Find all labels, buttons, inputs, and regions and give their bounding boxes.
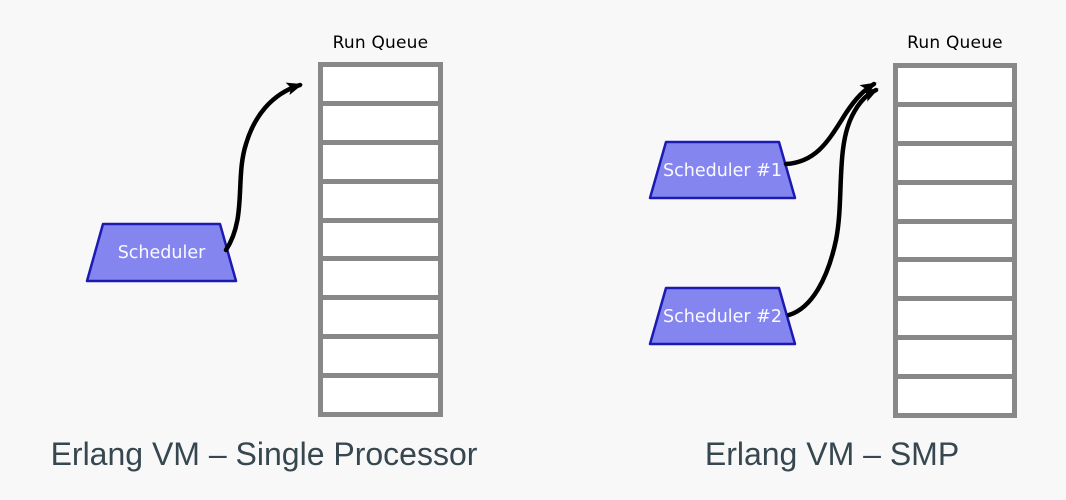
- run-queue-label-smp: Run Queue: [907, 33, 1003, 53]
- queue-cell: [893, 179, 1017, 224]
- queue-cell: [318, 334, 443, 379]
- queue-cell: [893, 101, 1017, 146]
- queue-cell: [893, 335, 1017, 380]
- scheduler-label-smp-2: Scheduler #2: [663, 307, 782, 327]
- queue-cell: [893, 296, 1017, 341]
- scheduler-shape-smp-1: [648, 140, 797, 200]
- queue-cell: [893, 140, 1017, 185]
- queue-cell: [318, 256, 443, 301]
- arrow-smp-scheduler1-to-queue: [783, 81, 877, 167]
- arrow-single-scheduler-to-queue: [223, 82, 303, 253]
- queue-cell: [893, 63, 1017, 107]
- arrow-smp-scheduler2-to-queue: [786, 87, 879, 318]
- run-queue-label-single: Run Queue: [332, 33, 429, 53]
- queue-cell: [893, 257, 1017, 302]
- queue-cell: [318, 178, 443, 223]
- queue-cell: [893, 218, 1017, 263]
- queue-cell: [318, 295, 443, 340]
- scheduler-label-single: Scheduler: [117, 243, 206, 263]
- queue-cell: [318, 373, 443, 418]
- panel-title-smp: Erlang VM – SMP: [704, 436, 960, 472]
- queue-cell: [893, 374, 1017, 419]
- run-queue-smp: [893, 63, 1017, 419]
- queue-cell: [318, 217, 443, 262]
- queue-cell: [318, 100, 443, 145]
- scheduler-shape-single: [85, 222, 238, 283]
- queue-cell: [318, 139, 443, 184]
- queue-cell: [318, 62, 443, 106]
- run-queue-single: [318, 62, 443, 418]
- scheduler-shape-smp-2: [648, 286, 797, 346]
- panel-title-single-processor: Erlang VM – Single Processor: [50, 436, 478, 472]
- scheduler-label-smp-1: Scheduler #1: [663, 161, 782, 181]
